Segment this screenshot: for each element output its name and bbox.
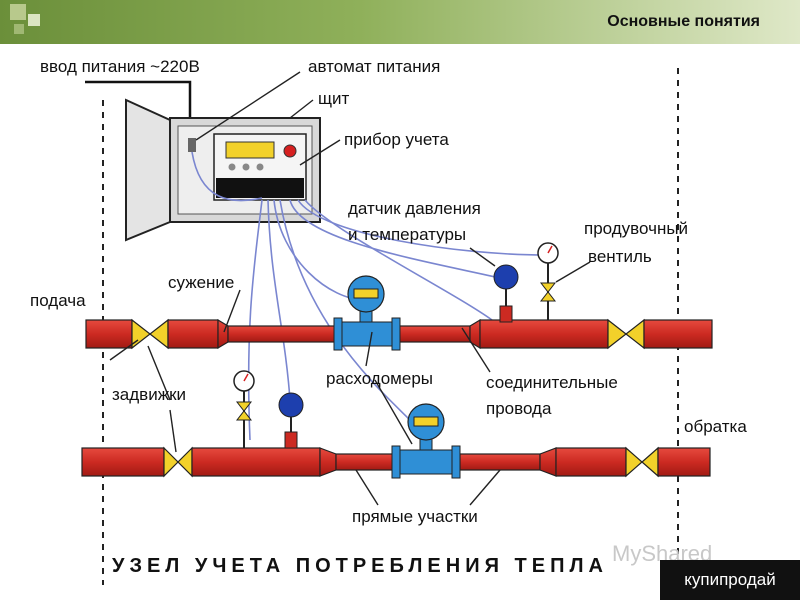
pipe-segment bbox=[555, 447, 627, 477]
flowmeter-display bbox=[353, 288, 379, 299]
gate-valve bbox=[625, 446, 643, 478]
pipe-segment bbox=[81, 447, 165, 477]
flowmeter-body bbox=[341, 321, 393, 347]
purge-valve bbox=[539, 291, 557, 302]
pipe-segment bbox=[657, 447, 711, 477]
label-supply: подача bbox=[30, 291, 86, 310]
header-decor-square bbox=[14, 24, 24, 34]
meter-button bbox=[242, 163, 250, 171]
pipe-segment-narrow bbox=[335, 453, 397, 471]
pipe-segment bbox=[167, 319, 219, 349]
connecting-wires bbox=[191, 151, 546, 441]
pipe-segment bbox=[85, 319, 133, 349]
sensor-well bbox=[499, 305, 513, 323]
pipe-segment-narrow bbox=[227, 325, 339, 343]
flowmeter-return bbox=[391, 403, 461, 479]
header-bar bbox=[0, 0, 800, 44]
watermark-site: купипродай bbox=[660, 560, 800, 600]
label-wires-line2: провода bbox=[486, 399, 552, 418]
supply-pipe bbox=[85, 318, 713, 350]
label-return: обратка bbox=[684, 417, 747, 436]
circuit-breaker bbox=[188, 138, 196, 152]
gate-valve bbox=[131, 318, 151, 350]
purge-valve bbox=[235, 401, 253, 412]
label-power-input: ввод питания ~220В bbox=[40, 57, 200, 76]
gate-valve bbox=[177, 446, 193, 478]
gate-valve bbox=[625, 318, 645, 350]
flange bbox=[391, 317, 401, 351]
sensor-ball bbox=[493, 264, 519, 290]
pipe-segment bbox=[479, 319, 609, 349]
diagram-caption: УЗЕЛ УЧЕТА ПОТРЕБЛЕНИЯ ТЕПЛА bbox=[112, 555, 608, 577]
meter-button bbox=[228, 163, 236, 171]
meter-terminal-strip bbox=[216, 178, 304, 198]
label-purge-line1: продувочный bbox=[584, 219, 688, 238]
page-title: Основные понятия bbox=[607, 13, 760, 30]
label-wires-line1: соединительные bbox=[486, 373, 618, 392]
return-pipe bbox=[81, 446, 711, 478]
meter-button bbox=[256, 163, 264, 171]
meter-indicator-red bbox=[283, 144, 297, 158]
gate-valve bbox=[607, 318, 627, 350]
pressure-temperature-sensor-supply bbox=[493, 264, 519, 323]
gauge-needle bbox=[243, 373, 249, 382]
sensor-ball bbox=[278, 392, 304, 418]
purge-valve bbox=[235, 410, 253, 421]
label-straight-sections: прямые участки bbox=[352, 507, 478, 526]
pipe-segment bbox=[643, 319, 713, 349]
label-meter: прибор учета bbox=[344, 130, 449, 149]
flange bbox=[333, 317, 343, 351]
leader-lines bbox=[109, 71, 591, 506]
label-breaker: автомат питания bbox=[308, 57, 440, 76]
gate-valve bbox=[149, 318, 169, 350]
flowmeter-display bbox=[413, 416, 439, 427]
header-decor-square bbox=[28, 14, 40, 26]
flange bbox=[451, 445, 461, 479]
label-sensor-line2: и температуры bbox=[348, 225, 466, 244]
gate-valve bbox=[163, 446, 179, 478]
purge-valve-supply bbox=[537, 242, 559, 320]
label-purge-line2: вентиль bbox=[588, 247, 652, 266]
label-flowmeters: расходомеры bbox=[326, 369, 433, 388]
pipe-segment-narrow bbox=[459, 453, 541, 471]
label-narrowing: сужение bbox=[168, 273, 234, 292]
gauge-needle bbox=[547, 245, 553, 254]
gate-valve bbox=[641, 446, 659, 478]
label-panel: щит bbox=[318, 89, 349, 108]
pressure-temperature-sensor-return bbox=[278, 392, 304, 449]
flowmeter-body bbox=[399, 449, 453, 475]
label-sensor-line1: датчик давления bbox=[348, 199, 481, 218]
pipe-segment bbox=[191, 447, 321, 477]
flowmeter-supply bbox=[333, 275, 401, 351]
panel-door bbox=[125, 98, 171, 242]
pipe-expander bbox=[539, 447, 557, 477]
purge-valve-return bbox=[233, 370, 255, 448]
purge-valve bbox=[539, 282, 557, 293]
flange bbox=[391, 445, 401, 479]
header-decor-square bbox=[10, 4, 26, 20]
meter-display bbox=[225, 141, 275, 159]
pipe-segment-narrow bbox=[395, 325, 471, 343]
electrical-panel bbox=[125, 98, 321, 242]
label-gate-valves: задвижки bbox=[112, 385, 186, 404]
pipe-reducer bbox=[319, 447, 337, 477]
sensor-well bbox=[284, 431, 298, 449]
